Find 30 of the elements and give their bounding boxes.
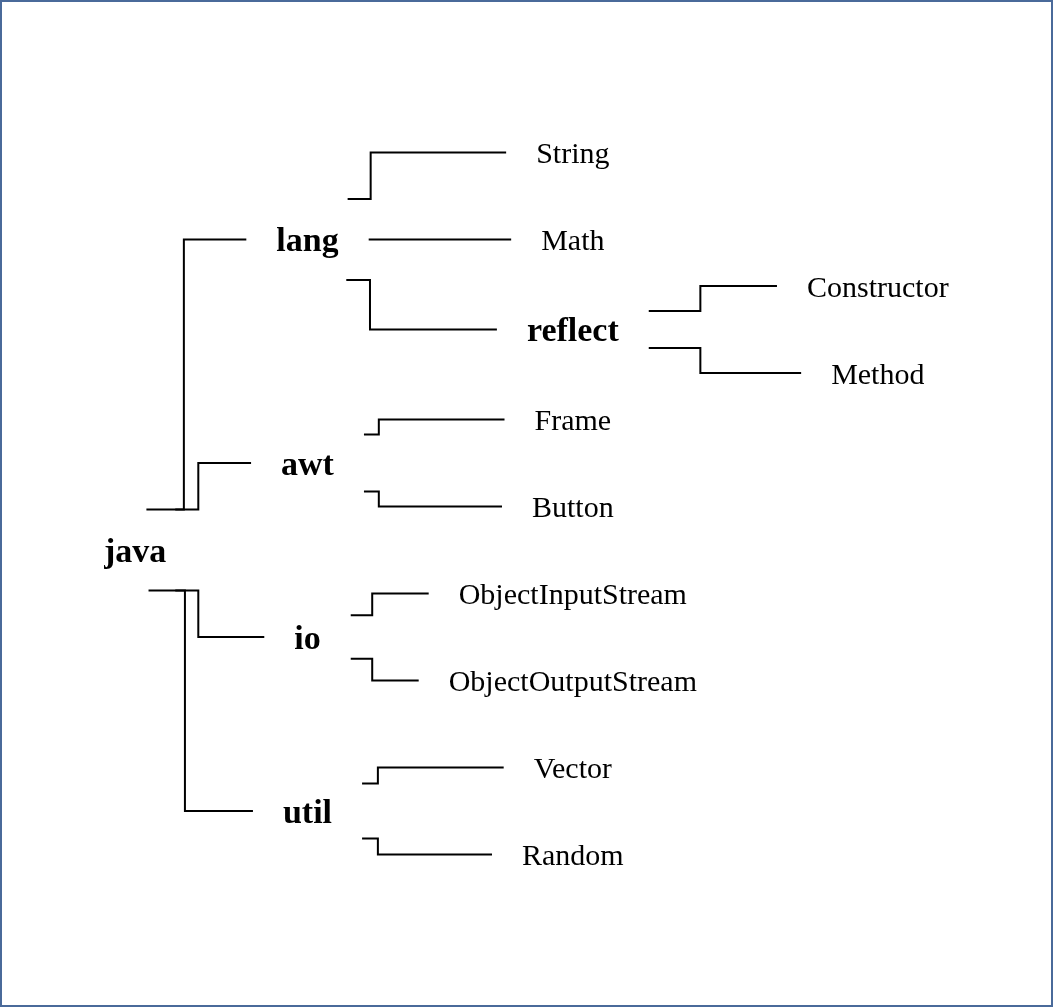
connector	[345, 279, 499, 331]
connector	[363, 490, 504, 508]
node-text: Vector	[533, 751, 613, 784]
node-text: awt	[281, 444, 335, 482]
connector	[361, 837, 494, 856]
connector	[361, 766, 505, 785]
node-text: Button	[532, 490, 614, 523]
node-text: reflect	[527, 311, 619, 348]
node-text: Method	[831, 356, 925, 390]
node-text: Constructor	[807, 269, 949, 303]
connector	[363, 418, 506, 436]
node-text: String	[536, 136, 610, 169]
node-text: ObjectOutputStream	[448, 664, 698, 697]
node-text: Math	[541, 223, 605, 256]
node-text: Frame	[534, 403, 612, 436]
node-text: util	[283, 792, 333, 830]
connector	[349, 657, 420, 682]
connector	[647, 346, 803, 374]
node-text: Random	[522, 838, 624, 871]
connector	[346, 151, 508, 200]
connector	[145, 238, 248, 511]
connector	[349, 592, 430, 617]
node-text: java	[104, 531, 167, 569]
connector	[647, 285, 779, 313]
connector	[367, 238, 513, 241]
node-text: ObjectInputStream	[458, 577, 688, 610]
node-text: io	[294, 618, 321, 656]
connector	[174, 462, 253, 511]
connector	[147, 589, 255, 812]
node-text: lang	[276, 221, 339, 258]
